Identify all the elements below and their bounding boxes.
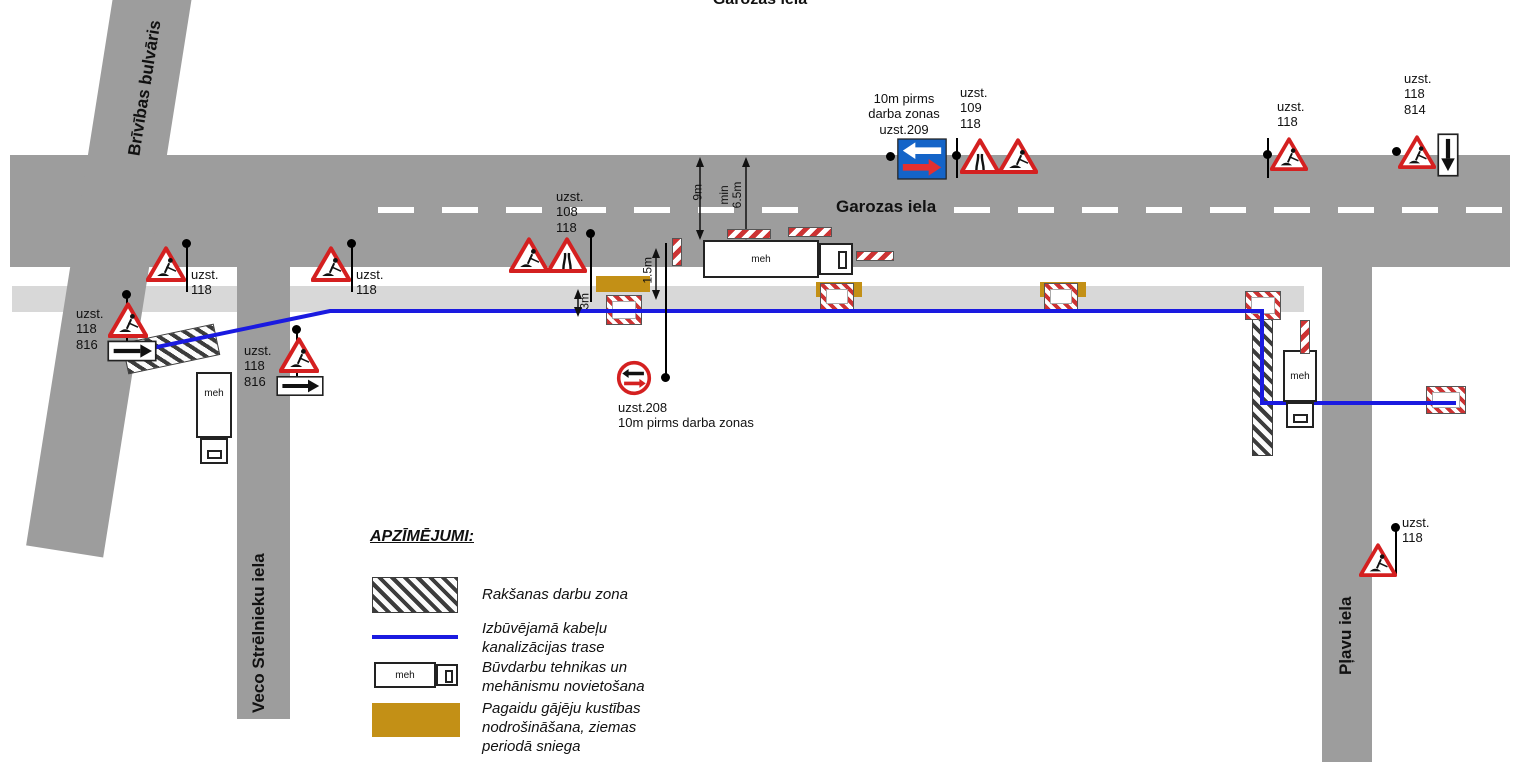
- sign-pole: [1395, 529, 1397, 575]
- machinery-truck-west-cab: [200, 438, 228, 464]
- legend-pedestrian-label: Pagaidu gājēju kustības nodrošināšana, z…: [482, 700, 641, 755]
- sign-label-west-118: uzst. 118: [191, 267, 219, 298]
- sign-label-center-109-118: uzst. 109 118: [960, 85, 988, 131]
- machinery-truck-main-cab: [819, 243, 853, 275]
- legend-pedestrian-swatch: [372, 703, 460, 737]
- sign-pole: [351, 246, 353, 292]
- roadworks-sign-icon: [108, 302, 148, 338]
- sign-post-dot: [1391, 523, 1400, 532]
- legend-truck-cab: [436, 664, 458, 686]
- cable-route-line: [132, 309, 1456, 405]
- roadworks-sign-icon: [1359, 543, 1397, 577]
- roadworks-sign-icon: [998, 138, 1038, 174]
- machinery-truck-west-box: meh: [196, 372, 232, 438]
- truck-window: [838, 251, 847, 269]
- machinery-truck-main-box: meh: [703, 240, 819, 278]
- legend-excavation-swatch: [372, 577, 458, 613]
- sign-post-dot: [1263, 150, 1272, 159]
- sign-post-dot: [952, 151, 961, 160]
- sign-label-mid-118: uzst. 118: [356, 267, 384, 298]
- sign-label-zone-209: 10m pirms darba zonas uzst.209: [868, 91, 940, 137]
- arrow-plate-814-icon: [1437, 133, 1459, 177]
- roadworks-sign-icon: [1270, 137, 1308, 171]
- legend-cable-label: Izbūvējamā kabeļu kanalizācijas trase: [482, 620, 608, 656]
- sign-label-center-108-118: uzst. 108 118: [556, 189, 584, 235]
- sign-post-dot: [292, 325, 301, 334]
- truck-window: [445, 670, 453, 683]
- arrow-plate-816-icon: [107, 340, 157, 362]
- pedestrian-walkway-1: [596, 276, 650, 292]
- truck-label: meh: [204, 388, 224, 399]
- dimension-label-3m: 3m: [577, 292, 592, 310]
- truck-label: meh: [1290, 370, 1310, 382]
- sign-post-dot: [122, 290, 131, 299]
- sign-label-plavu-118: uzst. 118: [1402, 515, 1430, 546]
- dimension-label-9m: 9m: [690, 183, 705, 201]
- arrow-plate-816-icon: [276, 376, 324, 396]
- sign-post-dot: [182, 239, 191, 248]
- roadworks-sign-icon: [279, 337, 319, 373]
- legend-title: APZĪMĒJUMI:: [370, 528, 474, 545]
- sign-label-west-816: uzst. 118 816: [76, 306, 104, 352]
- roadworks-sign-icon: [509, 237, 549, 273]
- sign-label-east-118-814: uzst. 118 814: [1404, 71, 1432, 117]
- sign-pole: [186, 246, 188, 292]
- veco-strelnieku-road: [237, 267, 290, 719]
- roadworks-sign-icon: [311, 246, 351, 282]
- dimension-label-min-6-5m: min 6.5m: [717, 181, 744, 209]
- priority-sign-208-icon: [616, 360, 652, 396]
- barrier-bar-1: [672, 238, 682, 266]
- legend-machinery-label: Būvdarbu tehnikas un mehānismu novietoša…: [482, 659, 645, 695]
- sign-post-dot: [1392, 147, 1401, 156]
- road-narrows-sign-icon: [960, 138, 1000, 174]
- road-narrows-sign-icon: [547, 237, 587, 273]
- priority-sign-209-icon: [897, 138, 947, 180]
- truck-label: meh: [395, 669, 415, 681]
- roadworks-sign-icon: [1398, 135, 1436, 169]
- dimension-label-1-5m: 1.5m: [640, 256, 655, 284]
- top-street-title: Garozas iela: [640, 0, 880, 9]
- truck-window: [1293, 414, 1308, 423]
- machinery-truck-east-box: meh: [1283, 350, 1317, 402]
- sign-pole: [665, 243, 667, 379]
- barrier-pit-2: [820, 283, 854, 310]
- barrier-pit-inner: [826, 289, 848, 304]
- legend-truck-box: meh: [374, 662, 436, 688]
- roadworks-sign-icon: [146, 246, 186, 282]
- sign-pole: [590, 236, 592, 302]
- sign-post-dot: [586, 229, 595, 238]
- legend-excavation-label: Rakšanas darbu zona: [482, 586, 628, 603]
- legend-cable-swatch: [372, 635, 458, 639]
- sign-label-zone-208: uzst.208 10m pirms darba zonas: [618, 400, 754, 431]
- barrier-bar-5: [1300, 320, 1310, 354]
- sign-post-dot: [886, 152, 895, 161]
- sign-post-dot: [661, 373, 670, 382]
- machinery-truck-east-cab: [1286, 402, 1314, 428]
- plavu-road: [1322, 267, 1372, 762]
- barrier-bar-2: [727, 229, 771, 239]
- truck-window: [207, 450, 222, 459]
- barrier-pit-3: [1044, 283, 1078, 310]
- sign-post-dot: [347, 239, 356, 248]
- sign-label-east-118: uzst. 118: [1277, 99, 1305, 130]
- sign-label-veco-816: uzst. 118 816: [244, 343, 272, 389]
- garozas-street-label: Garozas iela: [826, 196, 947, 218]
- barrier-bar-3: [788, 227, 832, 237]
- barrier-bar-4: [856, 251, 894, 261]
- truck-label: meh: [751, 253, 771, 265]
- barrier-pit-inner: [1050, 289, 1072, 304]
